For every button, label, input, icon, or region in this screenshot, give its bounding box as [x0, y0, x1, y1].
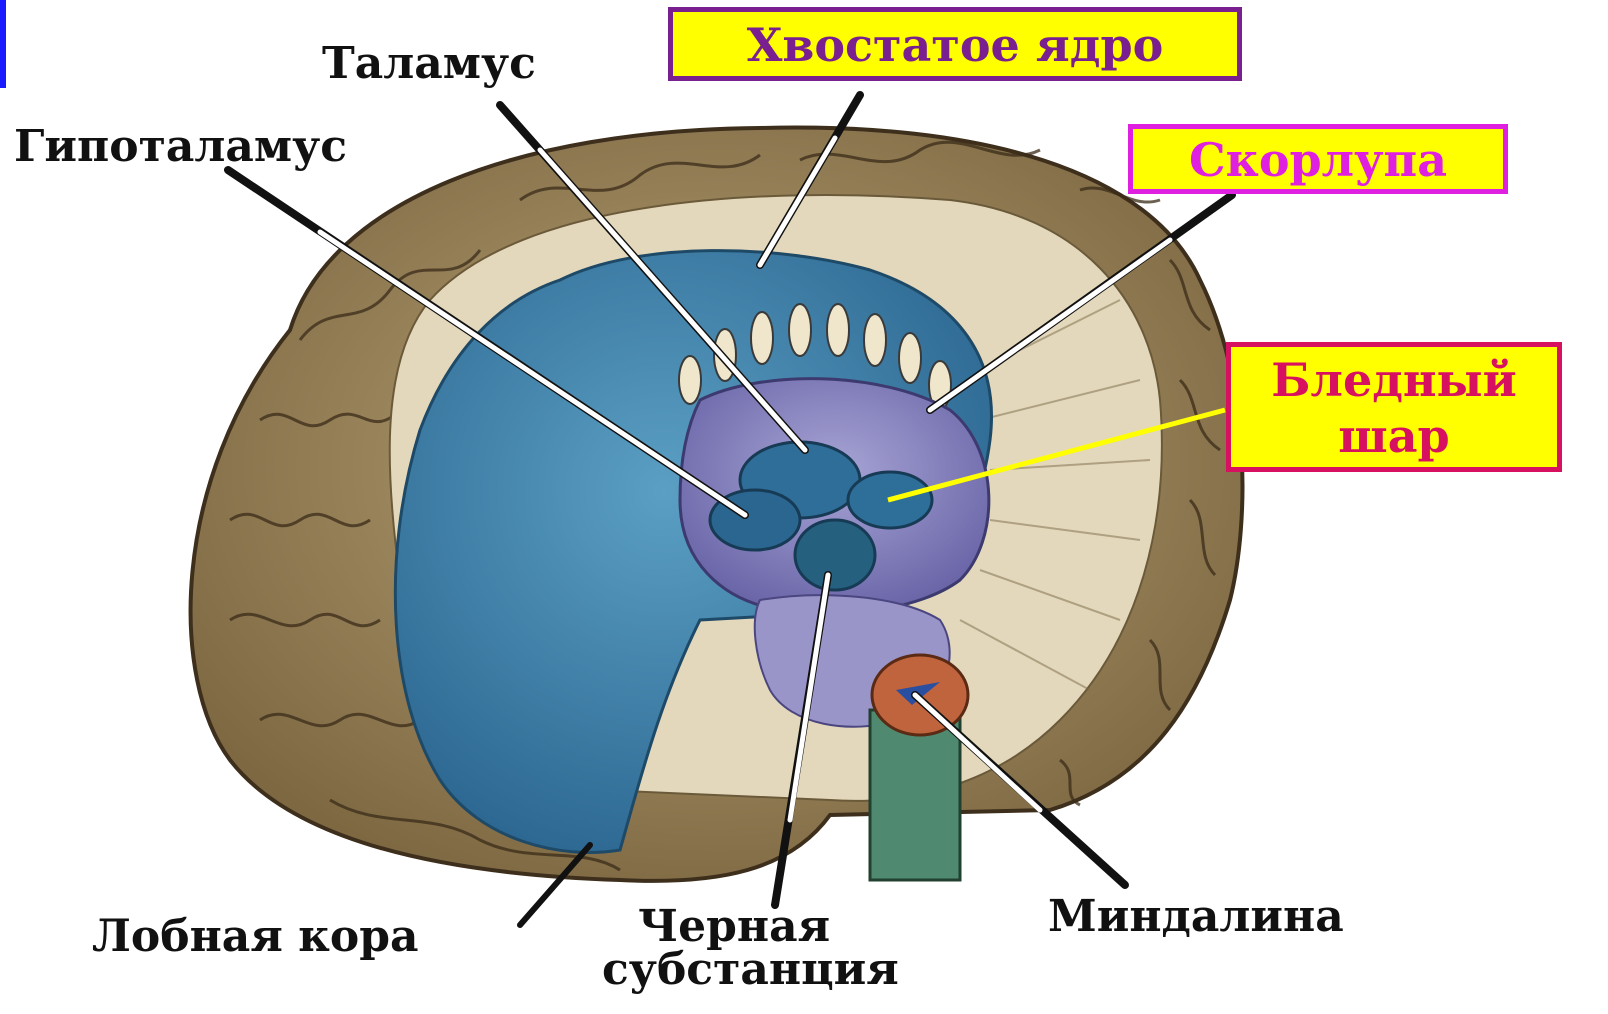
label-globus-pallidus-line2: шар — [1231, 413, 1557, 459]
label-hypothalamus: Гипоталамус — [14, 125, 347, 169]
label-amygdala: Миндалина — [1048, 895, 1344, 939]
label-globus-pallidus: Бледный шар — [1226, 342, 1562, 472]
label-caudate-nucleus: Хвостатое ядро — [668, 7, 1242, 81]
label-globus-pallidus-line1: Бледный — [1231, 357, 1557, 403]
label-frontal-cortex: Лобная кора — [92, 915, 419, 959]
label-putamen-text: Скорлупа — [1189, 133, 1447, 187]
label-substantia-nigra-line2: субстанция — [602, 948, 899, 992]
label-thalamus: Таламус — [322, 42, 536, 86]
label-caudate-nucleus-text: Хвостатое ядро — [747, 18, 1164, 72]
label-putamen: Скорлупа — [1128, 124, 1508, 194]
label-substantia-nigra-line1: Черная — [638, 905, 830, 949]
